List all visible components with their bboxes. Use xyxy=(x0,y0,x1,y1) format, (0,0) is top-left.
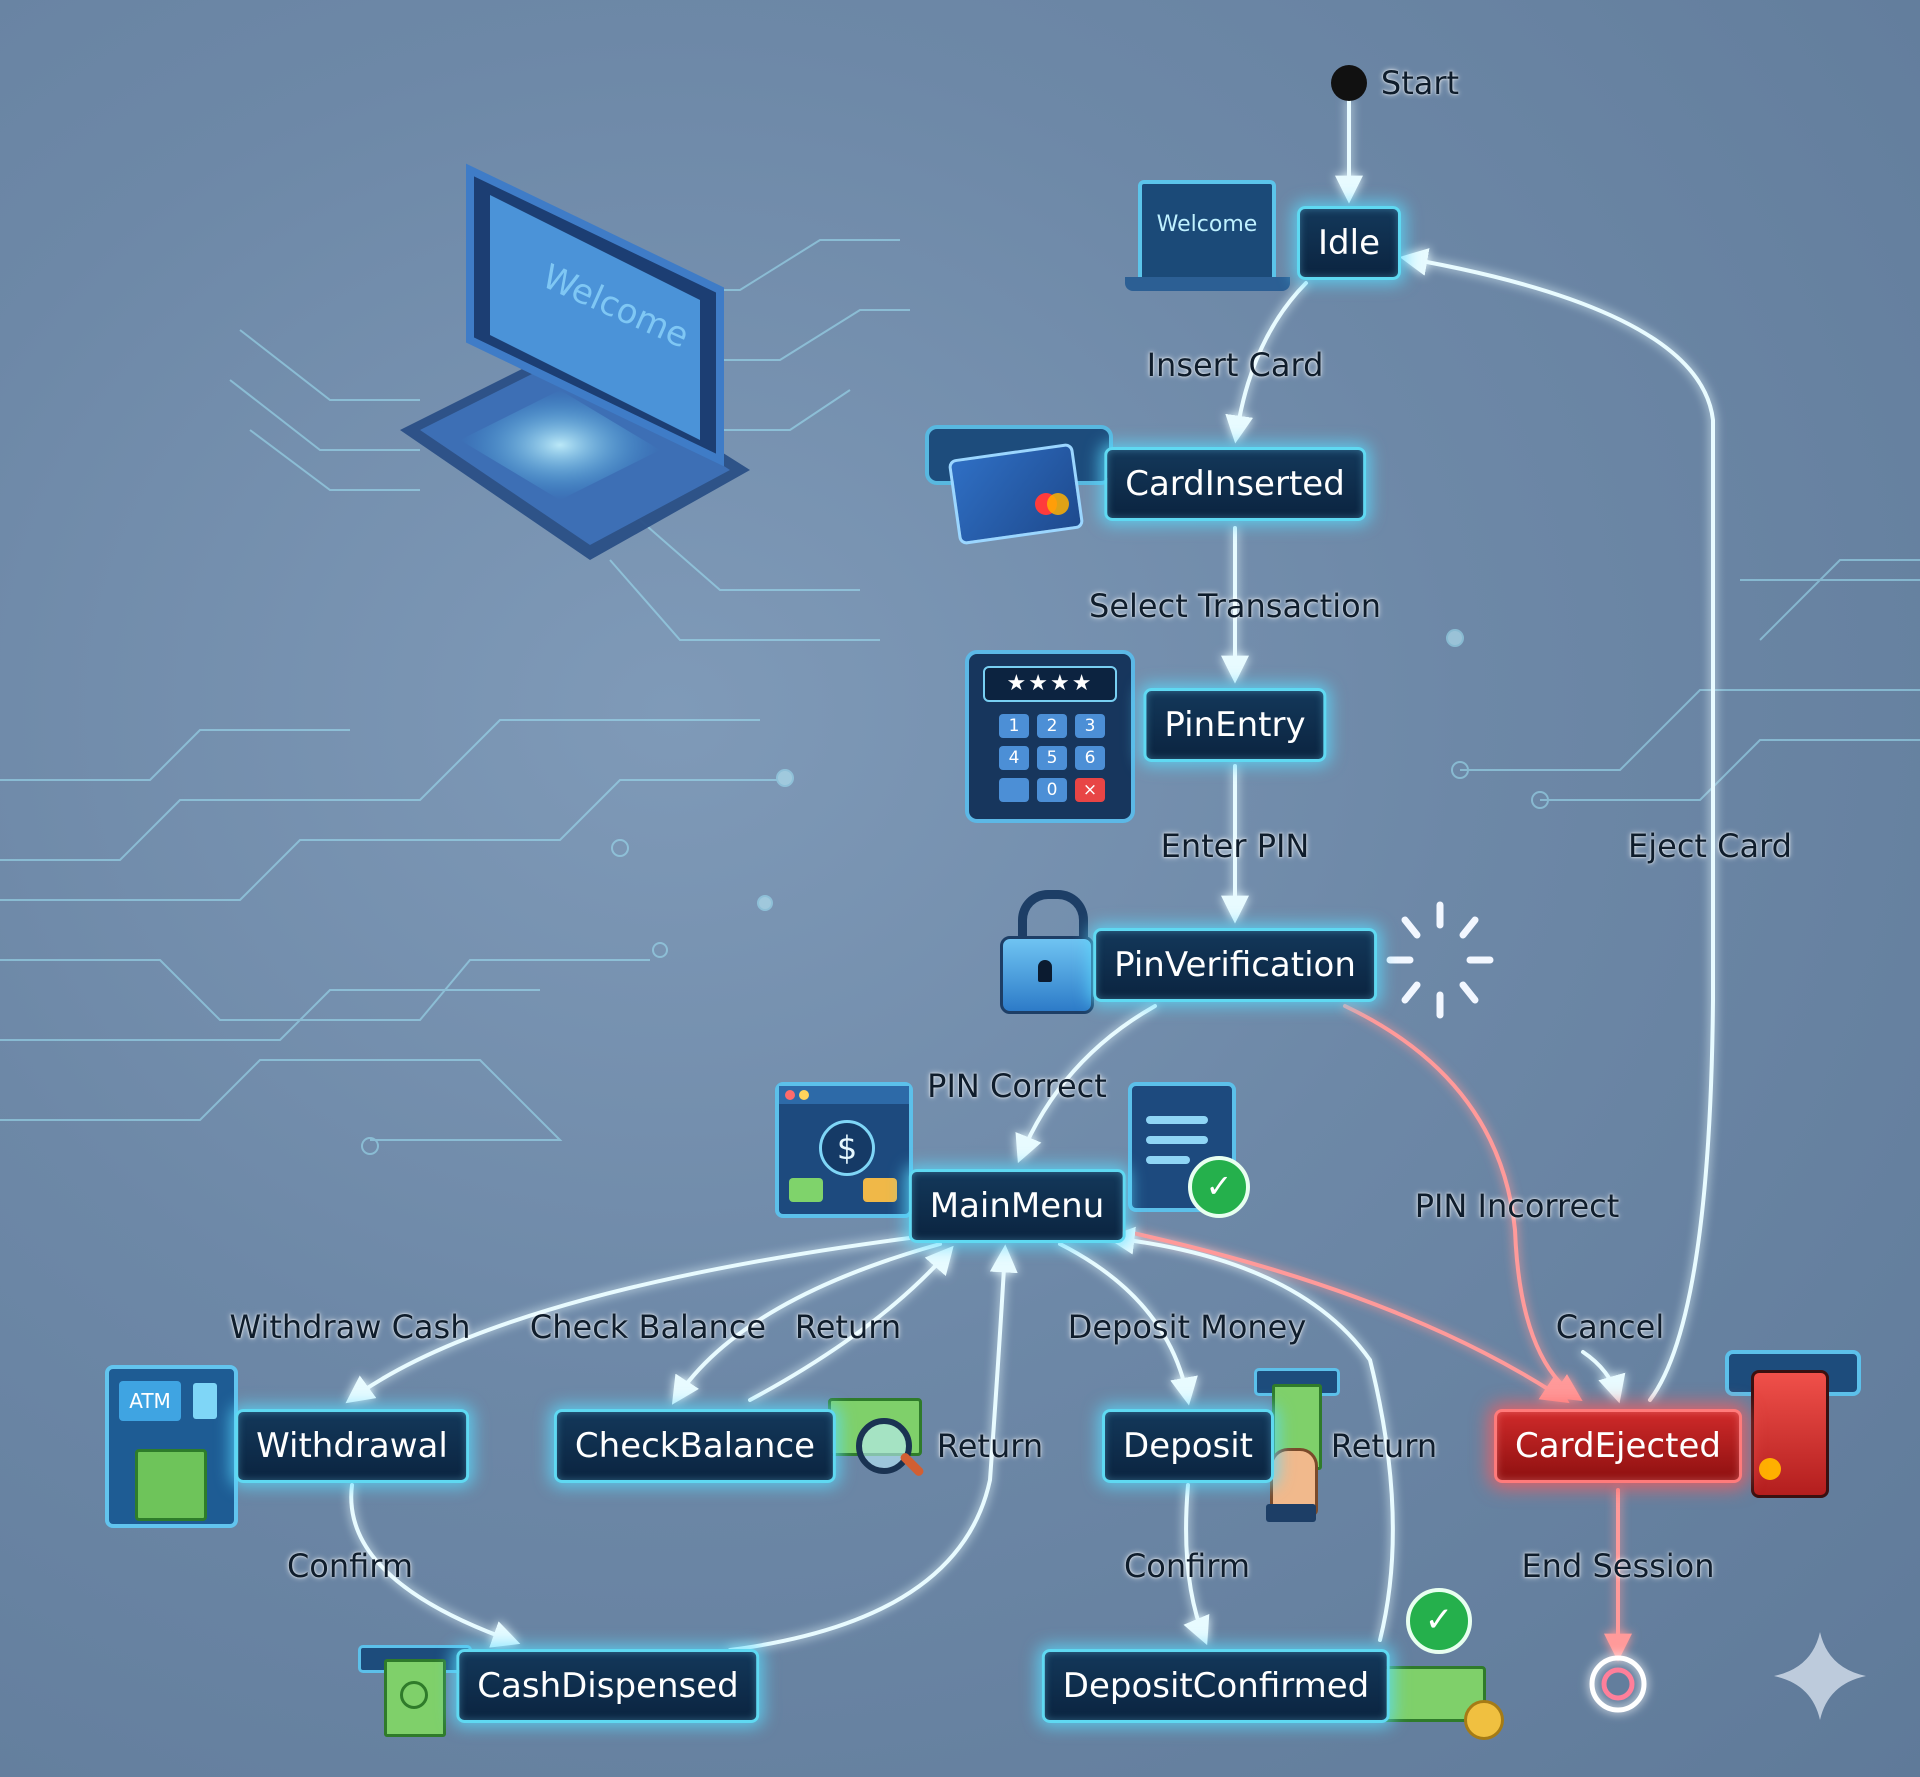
ejected-card-icon xyxy=(1725,1350,1861,1498)
label-end-session: End Session xyxy=(1521,1547,1715,1585)
edge-mainmenu-deposit xyxy=(1058,1242,1198,1406)
label-check-balance: Check Balance xyxy=(529,1308,767,1346)
key-blank xyxy=(999,778,1029,802)
circuit-background xyxy=(0,239,1920,1155)
state-deposit[interactable]: Deposit xyxy=(1102,1409,1274,1483)
edge-mainmenu-cardejected xyxy=(1108,1226,1570,1404)
key-1: 1 xyxy=(999,714,1029,738)
key-cancel: × xyxy=(1075,778,1105,802)
label-cancel: Cancel xyxy=(1555,1308,1665,1346)
label-enter-pin: Enter PIN xyxy=(1160,827,1310,865)
state-main-menu[interactable]: MainMenu xyxy=(908,1169,1126,1243)
atm-machine-icon: ATM xyxy=(105,1365,238,1528)
edge-pinverification-mainmenu xyxy=(1015,1004,1157,1164)
label-return-balance: Return xyxy=(794,1308,902,1346)
state-pin-entry[interactable]: PinEntry xyxy=(1143,688,1327,762)
label-confirm-withdraw: Confirm xyxy=(286,1547,414,1585)
card-slot-icon xyxy=(925,425,1113,555)
key-4: 4 xyxy=(999,746,1029,770)
label-pin-correct: PIN Correct xyxy=(927,1067,1107,1105)
state-idle[interactable]: Idle xyxy=(1297,206,1401,280)
start-label: Start xyxy=(1380,64,1460,102)
edge-cancel-hook xyxy=(1581,1350,1626,1404)
final-state-node xyxy=(1589,1655,1647,1713)
cash-dispenser-icon xyxy=(358,1645,472,1737)
label-select-transaction: Select Transaction xyxy=(1089,587,1381,625)
checklist-approved-icon: ✓ xyxy=(1128,1082,1250,1218)
hero-terminal-illustration: Welcome xyxy=(400,163,750,560)
edge-idle-cardinserted xyxy=(1225,281,1308,444)
key-6: 6 xyxy=(1075,746,1105,770)
state-pin-verification[interactable]: PinVerification xyxy=(1093,928,1377,1002)
laptop-welcome-icon: Welcome xyxy=(1125,180,1290,295)
state-withdrawal[interactable]: Withdrawal xyxy=(235,1409,469,1483)
money-search-icon xyxy=(828,1398,928,1493)
loading-spinner-icon xyxy=(1386,901,1494,1019)
edge-mainmenu-checkbalance xyxy=(671,1242,942,1405)
label-eject-card: Eject Card xyxy=(1628,827,1792,865)
sparkle-icon xyxy=(1774,1632,1866,1720)
label-return-deposit: Return xyxy=(1330,1427,1438,1465)
padlock-icon xyxy=(1000,890,1095,1015)
banking-app-icon: $ xyxy=(775,1082,913,1218)
money-confirmed-icon: ✓ xyxy=(1376,1588,1504,1740)
state-cash-dispensed[interactable]: CashDispensed xyxy=(456,1649,760,1723)
state-card-inserted[interactable]: CardInserted xyxy=(1104,447,1366,521)
edge-deposit-depositconfirmed xyxy=(1183,1483,1210,1646)
label-withdraw-cash: Withdraw Cash xyxy=(229,1308,471,1346)
state-deposit-confirmed[interactable]: DepositConfirmed xyxy=(1041,1649,1391,1723)
edge-deposit-mainmenu xyxy=(1106,1226,1395,1642)
key-2: 2 xyxy=(1037,714,1067,738)
key-5: 5 xyxy=(1037,746,1067,770)
state-check-balance[interactable]: CheckBalance xyxy=(553,1409,837,1483)
cash-deposit-icon xyxy=(1254,1368,1340,1523)
edge-pinverification-cardejected xyxy=(1343,1004,1583,1402)
edge-cardejected-idle xyxy=(1399,248,1715,1402)
key-3: 3 xyxy=(1075,714,1105,738)
edge-withdrawal-cashdispensed xyxy=(349,1483,521,1648)
key-0: 0 xyxy=(1037,778,1067,802)
transition-edges xyxy=(345,98,1715,1662)
edge-checkbalance-mainmenu xyxy=(748,1245,954,1402)
initial-state-dot xyxy=(1331,65,1367,101)
state-card-ejected[interactable]: CardEjected xyxy=(1494,1409,1742,1483)
label-confirm-deposit: Confirm xyxy=(1123,1547,1251,1585)
label-return-cash: Return xyxy=(936,1427,1044,1465)
edge-cashdispensed-mainmenu xyxy=(728,1244,1018,1652)
pin-keypad-icon: ★★★★ 1 2 3 4 5 6 0 × xyxy=(965,650,1135,823)
edge-mainmenu-withdrawal xyxy=(345,1234,927,1404)
label-pin-incorrect: PIN Incorrect xyxy=(1414,1187,1620,1225)
label-insert-card: Insert Card xyxy=(1146,346,1324,384)
label-deposit-money: Deposit Money xyxy=(1067,1308,1307,1346)
